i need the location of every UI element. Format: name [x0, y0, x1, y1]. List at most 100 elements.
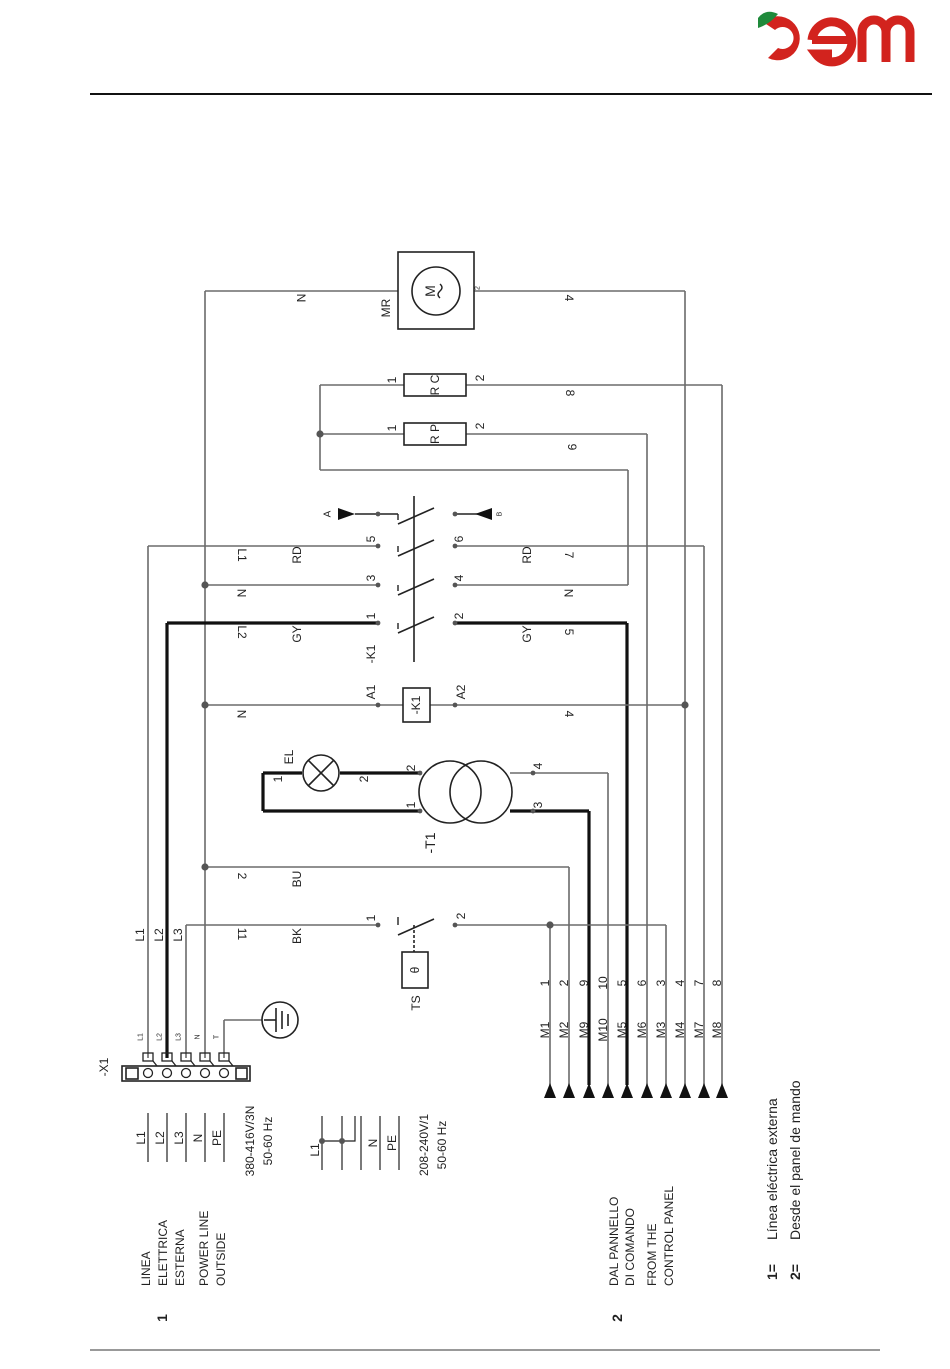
wire-color-label: RD: [290, 546, 304, 564]
pin-dot: [452, 922, 458, 928]
supply-frequency: 50-60 Hz: [261, 1117, 275, 1166]
motor-ac-icon: [437, 283, 443, 299]
connection-label-n: 1: [538, 979, 552, 986]
ts-pin1: 1: [364, 914, 378, 921]
pin-dot: [417, 808, 423, 814]
k1-coil-box: [402, 687, 431, 723]
rp-pin1: 1: [385, 424, 399, 431]
pin-dot: [530, 770, 536, 776]
connection-label-n: 2: [557, 979, 571, 986]
terminal-clamp: [199, 1052, 211, 1062]
pin-dot: [452, 582, 458, 588]
pin-dot: [417, 770, 423, 776]
rp-component: R P 1 2: [385, 422, 487, 446]
pin-dot: [375, 702, 381, 708]
transformer-secondary-icon: [449, 760, 513, 824]
motor-label: MR: [379, 298, 393, 317]
legend-value-2: Desde el panel de mando: [787, 1080, 803, 1240]
lamp-cross-2: [307, 759, 335, 787]
connection-label-m: M1: [538, 1021, 552, 1038]
x1-label: -X1: [97, 1057, 111, 1076]
terminal-clamp: [180, 1052, 192, 1062]
lamp-el: EL 1 2: [271, 749, 371, 792]
terminal-screw-icon: [142, 1067, 154, 1079]
legend-text: POWER LINE: [197, 1211, 211, 1286]
contact-pin3: 3: [364, 574, 378, 581]
legend-key-2: 2=: [787, 1264, 803, 1280]
legend-key-1: 1=: [764, 1264, 780, 1280]
arrow-icon: [641, 1083, 653, 1098]
rc-pin1: 1: [385, 376, 399, 383]
supply-label: L1: [134, 1131, 148, 1145]
contact-pin6: 6: [452, 535, 466, 542]
contact-34-blade: [397, 578, 435, 596]
earth-symbol: [261, 1001, 299, 1039]
wire-label: 5: [562, 629, 576, 636]
supply-single-phase: L1 N PE 208-240V/1 50-60 Hz: [308, 1114, 449, 1176]
motor-symbol-m: M: [422, 285, 438, 297]
contact-ab: A B: [323, 507, 504, 525]
supply-three-phase: L1 L2 L3 N PE 380-416V/3N 50-60 Hz: [134, 1106, 275, 1177]
wire-color-label: GY: [520, 625, 534, 642]
connection-label-m: M9: [577, 1021, 591, 1038]
legend-text: ELETTRICA: [156, 1220, 170, 1286]
wire-label: L3: [171, 928, 185, 942]
terminal-clamp: [142, 1052, 154, 1062]
junction-dot: [681, 701, 689, 709]
junction-dot: [339, 1138, 345, 1144]
contact-56-blade: [397, 539, 435, 557]
wire-label: 4: [562, 711, 576, 718]
supply-label: N: [191, 1134, 205, 1143]
arrow-b-icon: [475, 508, 492, 520]
logo-leaf-green-icon: [758, 11, 778, 28]
contact-pin4: 4: [452, 574, 466, 581]
legend-text: DAL PANNELLO: [607, 1197, 621, 1286]
ts-label: TS: [409, 995, 423, 1010]
connection-label-n: 9: [577, 979, 591, 986]
wire-color-label: RD: [520, 546, 534, 564]
k1-contactor: 5 6 3 4 1 2 -K1: [364, 496, 466, 663]
logo-m-icon: [857, 15, 915, 62]
legend-text: ESTERNA: [173, 1229, 187, 1286]
contact-pin1: 1: [364, 612, 378, 619]
arrow-icon: [583, 1083, 595, 1098]
arrow-icon: [679, 1083, 691, 1098]
wire-labels: N 4 8 9 L1 RD RD 7 N N L2 GY GY 5 N 4 2 …: [133, 294, 579, 944]
contact-b-label: B: [497, 511, 504, 516]
connection-label-m: M6: [635, 1021, 649, 1038]
pin-dot: [530, 808, 536, 814]
legend-value-1: Línea eléctrica externa: [764, 1098, 780, 1240]
wire-label: 2: [235, 873, 249, 880]
k1-label: -K1: [364, 644, 378, 663]
pin-dot: [375, 922, 381, 928]
wire-color-label: BU: [290, 871, 304, 888]
motor-pin2-label: 2: [475, 286, 482, 290]
pin-dot: [375, 620, 381, 626]
thermostat-ts: θ TS 1 2: [364, 912, 468, 1010]
terminal-clamp: [161, 1052, 173, 1062]
coil-pin-a2: A2: [454, 684, 468, 699]
terminal-label-t: T: [214, 1034, 221, 1039]
terminal-links: [152, 1060, 234, 1067]
wire-label: N: [294, 294, 308, 303]
k1-coil-label: -K1: [409, 695, 423, 714]
contact-pin5: 5: [364, 535, 378, 542]
supply-frequency: 50-60 Hz: [435, 1121, 449, 1170]
arrow-icon: [621, 1083, 633, 1098]
connection-label-m: M8: [710, 1021, 724, 1038]
legend-text: DI COMANDO: [623, 1208, 637, 1286]
pin-dot: [452, 702, 458, 708]
wire-end-arrow: [544, 1083, 728, 1098]
terminal-label-l3: L3: [176, 1033, 183, 1041]
connection-label-m: M7: [692, 1021, 706, 1038]
wire-label: L2: [235, 625, 249, 639]
terminal-end-left: [125, 1067, 139, 1080]
wire-label: N: [235, 589, 249, 598]
lamp-pin1: 1: [271, 775, 285, 782]
supply-label: L2: [153, 1131, 167, 1145]
legend: 1 LINEA ELETTRICA ESTERNA POWER LINE OUT…: [139, 1080, 803, 1322]
arrow-icon: [698, 1083, 710, 1098]
t1-pin1: 1: [404, 801, 418, 808]
t1-pin4: 4: [531, 762, 545, 769]
